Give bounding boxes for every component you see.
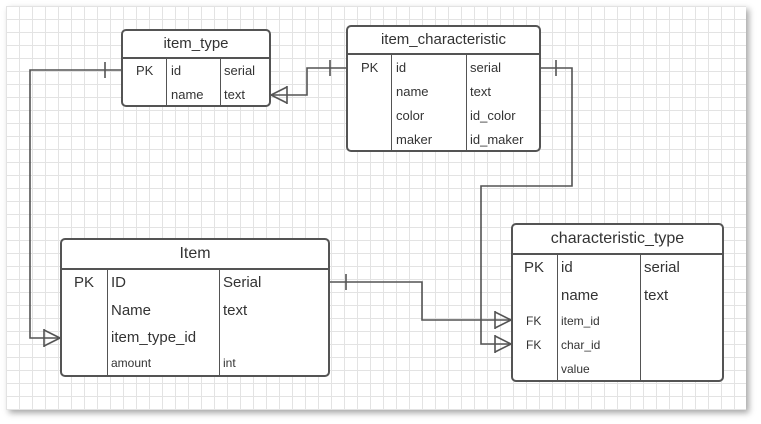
type-cell: text — [644, 287, 669, 304]
field-cell: Name — [111, 302, 152, 319]
type-cell: serial — [224, 63, 256, 78]
field-cell: item_id — [561, 314, 600, 328]
entity-title: characteristic_type — [513, 225, 722, 255]
field-cell: id — [396, 60, 407, 75]
type-cell: text — [470, 84, 491, 99]
rel-itemtype-item — [29, 62, 121, 347]
entity-title: item_type — [123, 31, 269, 59]
entity-title: item_characteristic — [348, 27, 539, 55]
key-cell: FK — [526, 338, 542, 352]
rel-itemchar-chartype — [480, 60, 573, 353]
field-cell: amount — [111, 356, 152, 370]
type-cell: id_color — [470, 108, 516, 123]
field-cell: name — [396, 84, 429, 99]
key-cell: PK — [524, 259, 545, 276]
field-cell: name — [561, 287, 599, 304]
rel-item-chartype — [330, 274, 512, 329]
type-cell: serial — [470, 60, 502, 75]
field-cell: char_id — [561, 338, 601, 352]
type-cell: int — [223, 356, 236, 370]
field-cell: id — [561, 259, 573, 276]
field-cell: ID — [111, 274, 126, 291]
type-cell: serial — [644, 259, 680, 276]
key-cell: PK — [74, 274, 95, 291]
field-cell: value — [561, 362, 590, 376]
type-cell: Serial — [223, 274, 262, 291]
field-cell: id — [171, 63, 182, 78]
field-cell: color — [396, 108, 425, 123]
key-cell: PK — [136, 63, 154, 78]
type-cell: text — [224, 87, 245, 102]
entity-characteristic-type[interactable]: characteristic_type PK id serial name te… — [511, 223, 724, 382]
type-cell: id_maker — [470, 132, 524, 147]
entity-item[interactable]: Item PK ID Serial Name text item_type_id… — [60, 238, 330, 377]
key-cell: FK — [526, 314, 542, 328]
entity-title: Item — [62, 240, 328, 270]
field-cell: item_type_id — [111, 329, 197, 346]
key-cell: PK — [361, 60, 379, 75]
field-cell: name — [171, 87, 204, 102]
type-cell: text — [223, 302, 248, 319]
entity-item-type[interactable]: item_type PK id serial name text — [121, 29, 271, 107]
entity-item-characteristic[interactable]: item_characteristic PK id serial name te… — [346, 25, 541, 152]
field-cell: maker — [396, 132, 433, 147]
rel-itemtype-itemchar — [270, 60, 346, 104]
